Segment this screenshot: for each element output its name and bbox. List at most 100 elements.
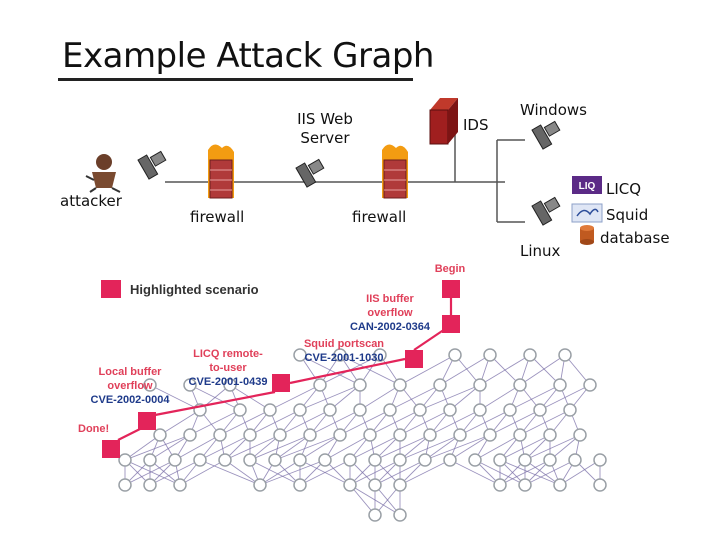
lattice-node <box>353 378 367 392</box>
lattice-node <box>213 428 227 442</box>
licq-label-2: to-user <box>209 362 247 374</box>
licq-icon: LIQ <box>572 176 602 194</box>
lattice-edge <box>199 459 261 486</box>
lattice-node <box>423 428 437 442</box>
done-node <box>102 440 120 458</box>
squid-icon <box>571 203 603 223</box>
lattice-node <box>118 453 132 467</box>
lattice-node <box>268 453 282 467</box>
lattice-node <box>393 428 407 442</box>
lattice-edge <box>149 459 201 486</box>
windows-host-icon <box>531 120 561 150</box>
firewall-icon <box>382 144 408 199</box>
lattice-node <box>393 508 407 522</box>
lattice-node <box>483 428 497 442</box>
lattice-edge <box>499 459 561 486</box>
windows-label: Windows <box>520 101 587 119</box>
lattice-edge <box>124 459 181 486</box>
lattice-node <box>558 348 572 362</box>
lattice-edge <box>374 434 431 461</box>
licq-node <box>272 374 290 392</box>
lattice-edge <box>439 354 491 386</box>
iis-overflow-node <box>442 315 460 333</box>
lattice-node <box>473 403 487 417</box>
lattice-edge <box>489 409 541 436</box>
lattice-edge <box>309 409 361 436</box>
lattice-node <box>573 428 587 442</box>
lattice-edge <box>529 354 561 386</box>
lattice-edge <box>299 459 351 486</box>
lattice-edge <box>269 384 321 411</box>
lattice-edge <box>224 434 281 461</box>
lattice-node <box>168 453 182 467</box>
lattice-node <box>393 453 407 467</box>
lattice-node <box>503 403 517 417</box>
lattice-edge <box>449 434 491 461</box>
lattice-node <box>383 403 397 417</box>
lattice-node <box>373 348 387 362</box>
lattice-edge <box>219 409 271 436</box>
lattice-edge <box>459 409 511 436</box>
lattice-edge <box>224 459 261 486</box>
lattice-node <box>593 453 607 467</box>
lattice-edge <box>374 459 426 486</box>
iis-overflow-label-1: IIS buffer <box>366 293 414 305</box>
lattice-edge <box>399 409 451 436</box>
lattice-node <box>263 403 277 417</box>
lattice-node <box>368 478 382 492</box>
lattice-edge <box>124 434 191 461</box>
squid-label: Squid portscan <box>304 338 384 350</box>
begin-node <box>442 280 460 298</box>
lattice-edge <box>519 354 566 386</box>
lattice-node <box>118 478 132 492</box>
lattice-node <box>533 403 547 417</box>
lattice-node <box>343 478 357 492</box>
lattice-node <box>323 403 337 417</box>
lattice-node <box>368 453 382 467</box>
iis-server-label: IIS Web Server <box>297 110 353 147</box>
lattice-node <box>223 378 237 392</box>
attacker-icon <box>85 154 121 193</box>
lattice-node <box>468 453 482 467</box>
local-overflow-label-1: Local buffer <box>99 366 163 378</box>
legend-swatch <box>101 280 121 298</box>
local-overflow-label-2: overflow <box>107 380 153 392</box>
firewall-icon <box>208 144 234 199</box>
lattice-edge <box>399 354 456 386</box>
lattice-node <box>483 348 497 362</box>
lattice-node <box>318 453 332 467</box>
firewall-label: firewall <box>190 208 245 226</box>
lattice-edge <box>399 459 451 486</box>
local-cve-label: CVE-2002-0004 <box>91 394 171 406</box>
service-licq-label: LICQ <box>606 180 642 198</box>
lattice-node <box>143 478 157 492</box>
lattice-node <box>518 478 532 492</box>
lattice-edge <box>429 409 481 436</box>
lattice-node <box>343 453 357 467</box>
lattice-node <box>193 453 207 467</box>
licq-cve-label: CVE-2001-0439 <box>189 376 268 388</box>
ids-icon <box>429 98 458 145</box>
lattice-edge <box>324 434 371 461</box>
lattice-edge <box>149 384 201 411</box>
lattice-node <box>333 428 347 442</box>
lattice-node <box>453 428 467 442</box>
legend-label: Highlighted scenario <box>130 282 259 297</box>
ids-label: IDS <box>463 116 489 134</box>
highlighted-nodes <box>102 280 460 458</box>
lattice-node <box>518 453 532 467</box>
lattice-node <box>523 348 537 362</box>
squid-portscan-node <box>405 350 423 368</box>
svg-text:LIQ: LIQ <box>579 181 596 192</box>
lattice-node <box>443 403 457 417</box>
done-label: Done! <box>78 423 109 435</box>
lattice-edge <box>524 434 581 461</box>
lattice-edge <box>499 434 551 461</box>
lattice-node <box>413 403 427 417</box>
lattice-node <box>173 478 187 492</box>
lattice-edge <box>124 459 176 486</box>
lattice-node <box>553 478 567 492</box>
lattice-edge <box>299 434 341 461</box>
lattice-edge <box>279 409 331 436</box>
lattice-edge <box>274 434 341 461</box>
